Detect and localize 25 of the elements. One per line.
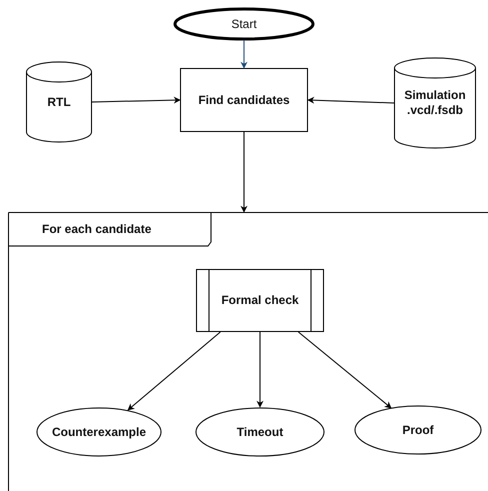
loop-frame [8,212,488,491]
arrow [298,332,392,408]
result-ellipse [36,407,162,457]
data-cylinder [394,58,476,148]
loop-label: For each candidate [42,222,152,236]
arrow [240,132,248,213]
node-label: Simulation .vcd/.fsdb [403,88,467,118]
data-cylinder [26,62,92,142]
arrow [307,96,394,104]
subprocess-box [196,269,324,332]
arrow [240,40,248,69]
node-label: Counterexample [52,424,146,440]
node-label: RTL [47,94,71,110]
node-label: Proof [402,422,434,438]
node-label: Timeout [236,424,284,440]
result-ellipse [354,405,482,455]
arrow [256,332,264,408]
process-box [180,68,308,132]
start-terminal [174,8,314,40]
arrow [92,96,181,104]
node-label: Find candidates [198,92,290,108]
arrow [127,332,221,410]
result-ellipse [195,407,325,457]
node-label: Start [231,16,257,32]
node-label: Formal check [221,293,299,308]
